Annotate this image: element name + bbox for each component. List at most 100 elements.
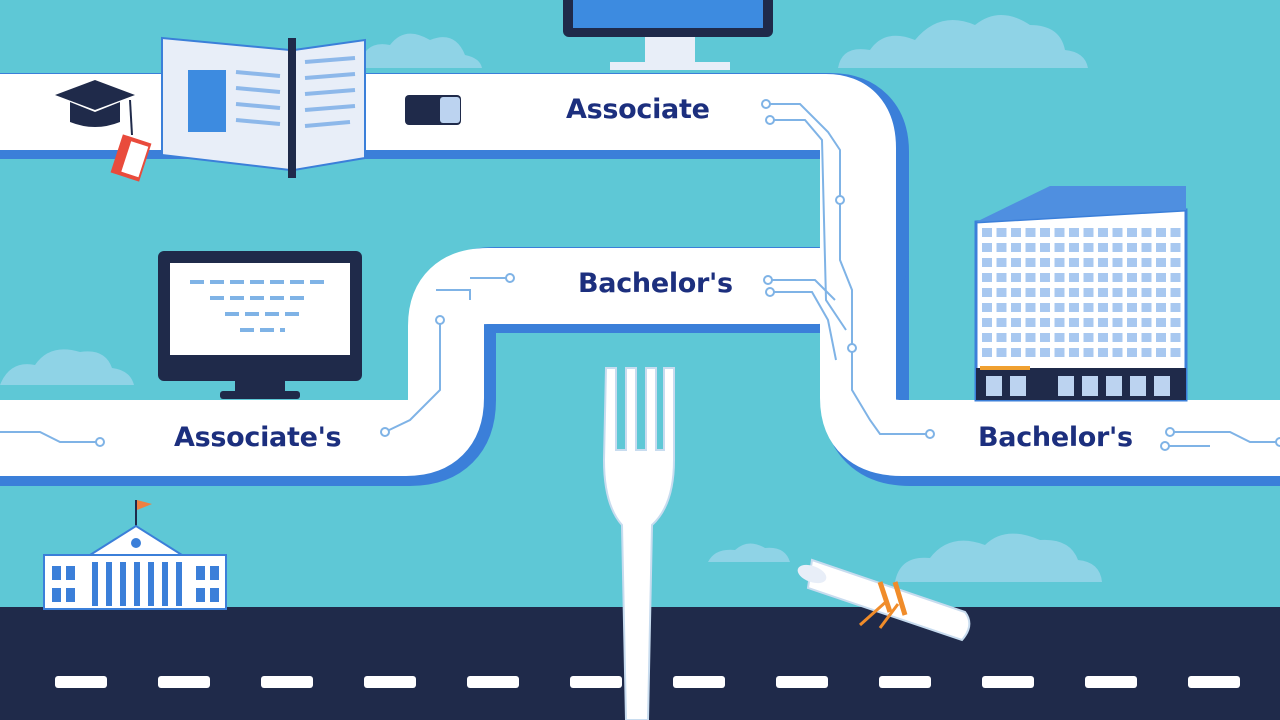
path-label-middle: Bachelor's bbox=[578, 268, 733, 299]
building-window bbox=[1156, 303, 1166, 312]
building-window bbox=[1112, 333, 1123, 342]
building-window bbox=[1011, 258, 1021, 267]
cloud-icon bbox=[360, 33, 482, 68]
building-window bbox=[1098, 303, 1108, 312]
building-window bbox=[1040, 318, 1050, 327]
building-window bbox=[1083, 288, 1094, 297]
building-window bbox=[1011, 273, 1021, 282]
road-dash bbox=[158, 676, 210, 688]
building-window bbox=[1083, 348, 1094, 357]
building-window bbox=[1112, 243, 1123, 252]
building-window bbox=[1156, 288, 1166, 297]
building-window bbox=[1083, 273, 1094, 282]
building-window bbox=[1054, 318, 1065, 327]
building-window bbox=[1127, 333, 1137, 342]
building-window bbox=[996, 348, 1007, 357]
road-dash bbox=[982, 676, 1034, 688]
building-window bbox=[1156, 258, 1166, 267]
building-window bbox=[1098, 288, 1108, 297]
diploma-scroll-icon bbox=[797, 558, 971, 642]
building-window bbox=[1054, 333, 1065, 342]
building-window bbox=[1112, 258, 1123, 267]
building-window bbox=[1098, 348, 1108, 357]
building-window bbox=[1141, 258, 1152, 267]
building-window bbox=[1141, 303, 1152, 312]
building-window bbox=[1054, 228, 1065, 237]
building-window bbox=[1011, 303, 1021, 312]
building-window bbox=[1098, 273, 1108, 282]
computer-monitor-icon bbox=[158, 251, 362, 399]
building-window bbox=[1112, 228, 1123, 237]
path-label-top: Associate bbox=[566, 94, 710, 125]
office-building-icon bbox=[974, 186, 1188, 402]
path-label-left: Associate's bbox=[174, 422, 342, 453]
building-window bbox=[1025, 258, 1036, 267]
building-window bbox=[1011, 318, 1021, 327]
road-dash bbox=[467, 676, 519, 688]
road-dash bbox=[55, 676, 107, 688]
building-window bbox=[982, 243, 992, 252]
building-window bbox=[1025, 288, 1036, 297]
road-dash bbox=[261, 676, 313, 688]
building-window bbox=[1127, 243, 1137, 252]
road-dash bbox=[1085, 676, 1137, 688]
university-building-icon bbox=[43, 500, 227, 610]
building-window bbox=[1127, 288, 1137, 297]
building-window bbox=[1098, 333, 1108, 342]
building-window bbox=[1141, 288, 1152, 297]
cloud-icon bbox=[895, 533, 1102, 582]
building-window bbox=[1040, 258, 1050, 267]
building-window bbox=[1069, 243, 1079, 252]
building-window bbox=[1083, 258, 1094, 267]
building-window bbox=[1069, 333, 1079, 342]
circuit-nodes bbox=[95, 99, 1280, 451]
building-window bbox=[1040, 348, 1050, 357]
building-window bbox=[1127, 348, 1137, 357]
building-window bbox=[1083, 303, 1094, 312]
building-window bbox=[1025, 333, 1036, 342]
building-window bbox=[1112, 303, 1123, 312]
open-book-icon bbox=[161, 36, 366, 178]
building-window bbox=[982, 273, 992, 282]
building-window bbox=[1141, 348, 1152, 357]
building-window bbox=[1156, 318, 1166, 327]
building-window bbox=[1170, 228, 1181, 237]
building-window bbox=[1025, 243, 1036, 252]
building-window bbox=[1054, 243, 1065, 252]
building-window bbox=[1127, 303, 1137, 312]
building-window bbox=[1156, 333, 1166, 342]
building-window bbox=[1040, 303, 1050, 312]
building-window bbox=[1141, 243, 1152, 252]
building-window bbox=[996, 228, 1007, 237]
building-window bbox=[1098, 228, 1108, 237]
building-window bbox=[1011, 228, 1021, 237]
building-window bbox=[1069, 258, 1079, 267]
building-window bbox=[1156, 273, 1166, 282]
building-window bbox=[1054, 288, 1065, 297]
building-window bbox=[1098, 318, 1108, 327]
building-window bbox=[1011, 288, 1021, 297]
cloud-icon bbox=[838, 15, 1088, 68]
building-window bbox=[996, 288, 1007, 297]
building-window bbox=[1098, 243, 1108, 252]
building-window bbox=[1083, 228, 1094, 237]
building-window bbox=[1083, 318, 1094, 327]
building-window bbox=[1069, 273, 1079, 282]
building-window bbox=[1141, 273, 1152, 282]
building-window bbox=[982, 318, 992, 327]
building-window bbox=[982, 333, 992, 342]
building-window bbox=[1040, 288, 1050, 297]
building-window bbox=[996, 243, 1007, 252]
road-dash bbox=[776, 676, 828, 688]
path-label-right: Bachelor's bbox=[978, 422, 1133, 453]
building-window bbox=[1069, 228, 1079, 237]
path-roads bbox=[0, 74, 1280, 476]
building-window bbox=[1054, 303, 1065, 312]
building-window bbox=[1170, 333, 1181, 342]
building-window bbox=[1141, 318, 1152, 327]
building-window bbox=[996, 258, 1007, 267]
building-window bbox=[1083, 333, 1094, 342]
tablet-icon bbox=[405, 95, 461, 125]
